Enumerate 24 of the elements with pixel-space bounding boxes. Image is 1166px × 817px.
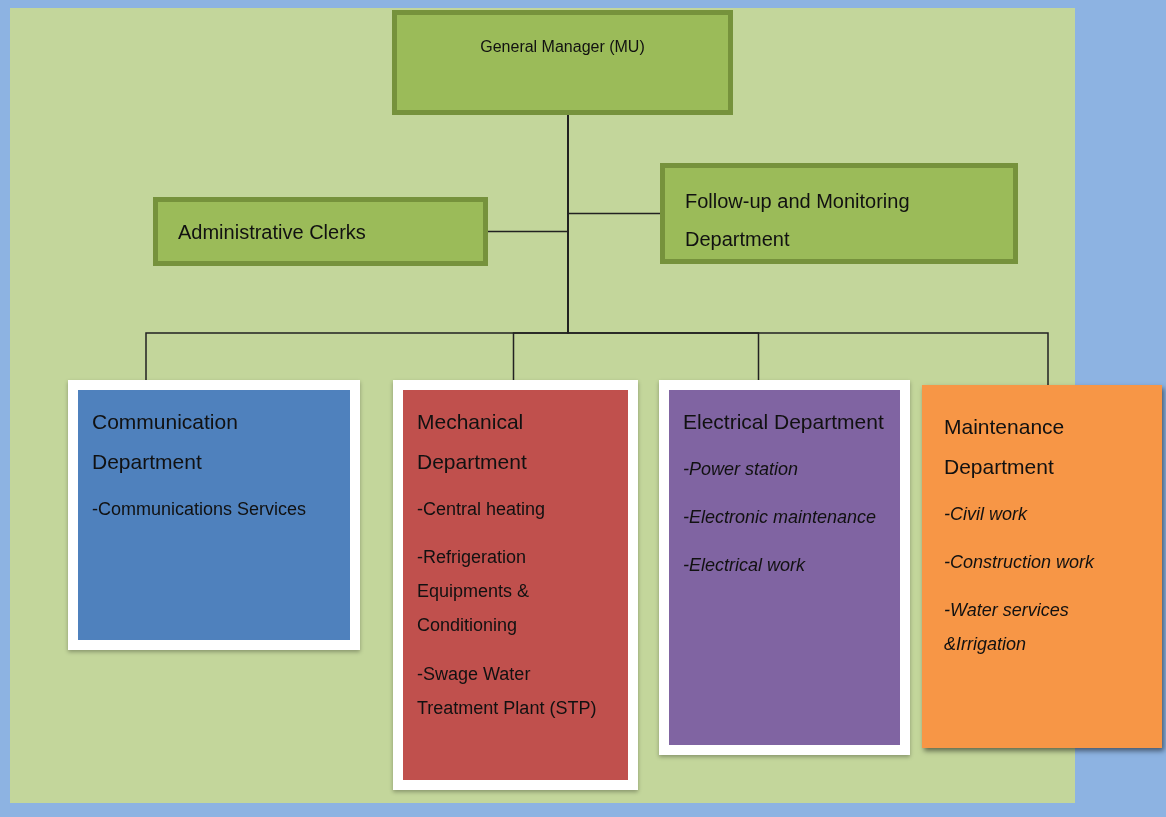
position-box <box>660 163 1018 264</box>
box-title: Maintenance Department <box>944 414 1066 480</box>
service-item: -Electrical work <box>683 554 807 578</box>
box-title: Communication Department <box>92 409 239 475</box>
service-item: -Power station <box>683 457 800 481</box>
service-item: -Central heating <box>417 497 547 521</box>
department-box <box>659 380 910 755</box>
position-box <box>392 10 733 115</box>
department-box <box>922 385 1162 748</box>
box-title: Mechanical Department <box>417 409 528 475</box>
service-item: -Communications Services <box>92 497 308 521</box>
service-item: -Refrigeration Equipments & Conditioning <box>417 545 531 638</box>
box-title: Follow-up and Monitoring Department <box>685 189 911 252</box>
service-item: -Water services &Irrigation <box>944 599 1070 657</box>
box-title: General Manager (MU) <box>479 37 646 57</box>
box-title: Administrative Clerks <box>178 220 367 244</box>
box-title: Electrical Department <box>683 409 885 435</box>
department-box <box>393 380 638 790</box>
service-item: -Construction work <box>944 550 1096 574</box>
service-item: -Electronic maintenance <box>683 506 878 530</box>
position-box <box>153 197 488 266</box>
service-item: -Civil work <box>944 502 1029 526</box>
service-item: -Swage Water Treatment Plant (STP) <box>417 662 598 720</box>
department-box <box>68 380 360 650</box>
